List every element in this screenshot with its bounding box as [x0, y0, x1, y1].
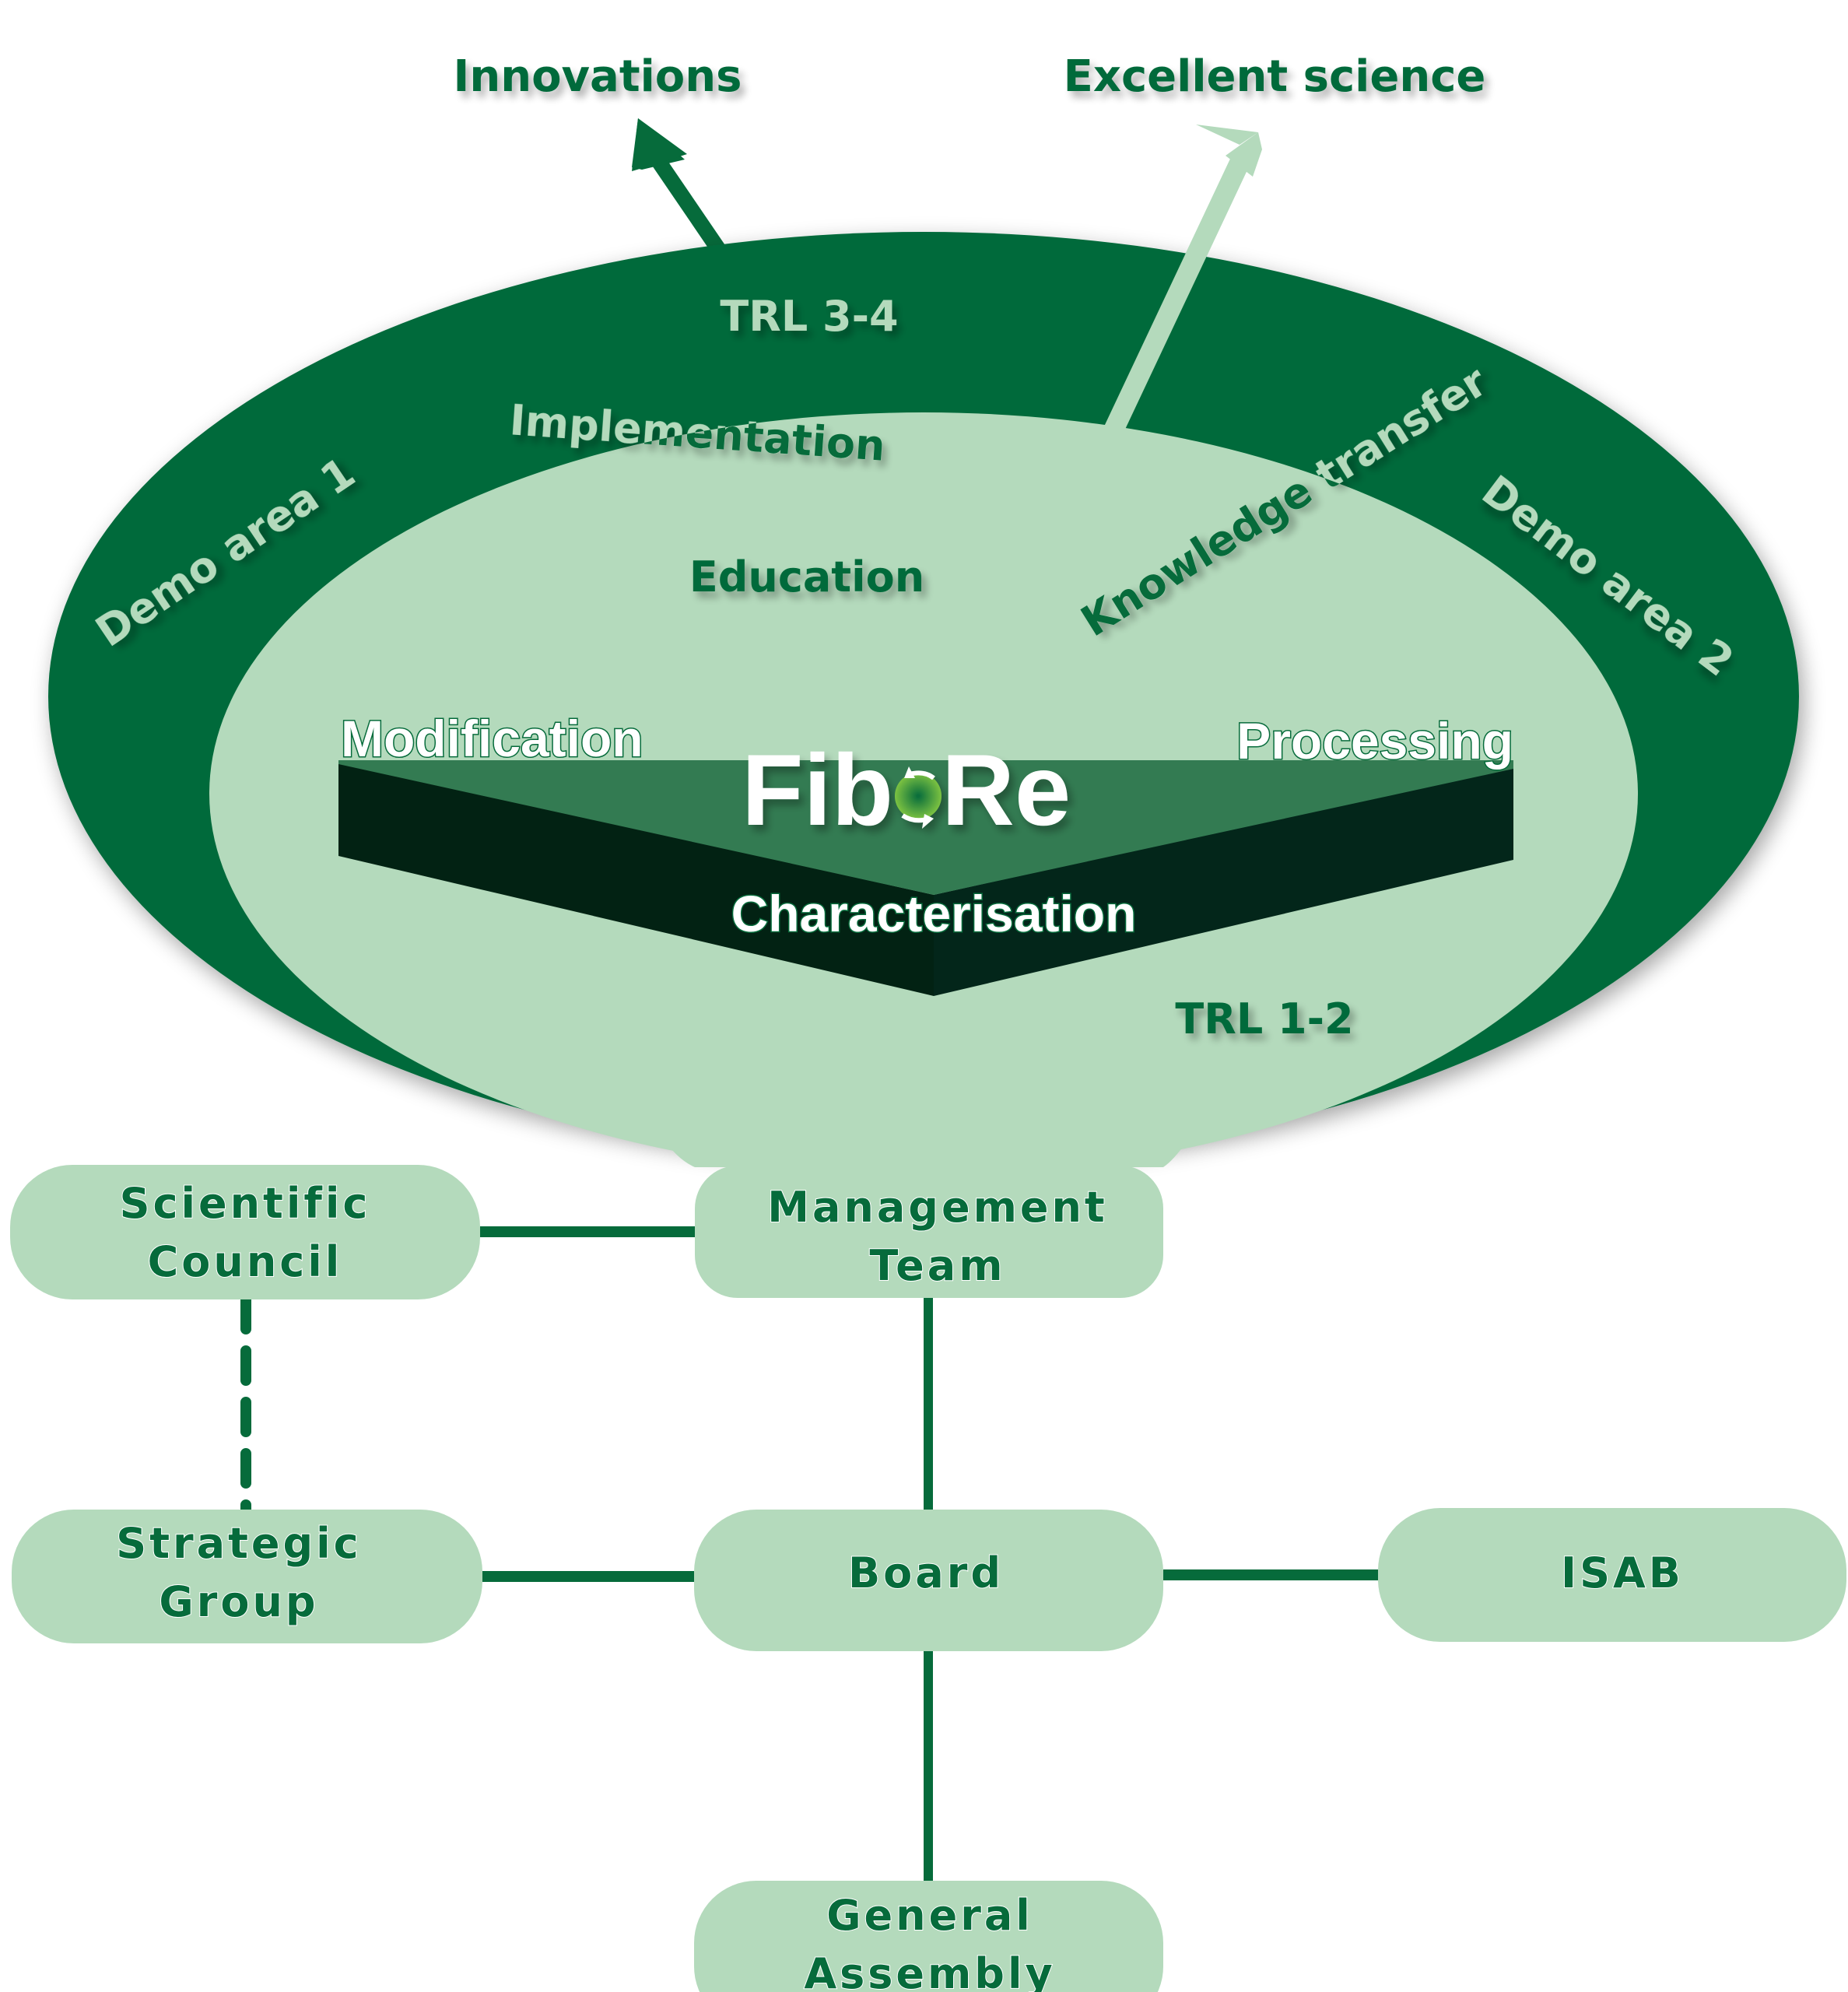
- scientific-council-line1: Scientific: [120, 1179, 371, 1228]
- org-connectors: [240, 1226, 1378, 1881]
- recycle-orb-icon: [895, 773, 942, 819]
- processing-label: Processing: [1236, 712, 1513, 770]
- management-team-line2: Team: [870, 1241, 1006, 1290]
- isab-label: ISAB: [1561, 1548, 1684, 1597]
- chevron-left-face: [338, 763, 934, 996]
- isab-box[interactable]: ISAB: [1378, 1508, 1846, 1642]
- general-assembly-line1: General: [826, 1891, 1033, 1940]
- board-label: Board: [848, 1548, 1004, 1597]
- general-assembly-line2: Assembly: [804, 1949, 1055, 1992]
- strategic-group-line1: Strategic: [116, 1519, 361, 1568]
- innovations-label: Innovations: [454, 51, 742, 102]
- characterisation-label: Characterisation: [731, 885, 1137, 942]
- chevron-top-face: [338, 760, 1513, 895]
- scientific-council-box[interactable]: Scientific Council: [10, 1165, 480, 1299]
- scientific-council-line2: Council: [148, 1237, 343, 1286]
- management-team-box[interactable]: Management Team: [695, 1166, 1163, 1298]
- excellent-science-label: Excellent science: [1064, 51, 1486, 102]
- fibre-logo: Fib Re: [742, 733, 1071, 847]
- general-assembly-box[interactable]: General Assembly: [694, 1881, 1163, 1992]
- chevron-right-face: [934, 766, 1513, 996]
- trl-1-2-label: TRL 1-2: [1175, 994, 1353, 1043]
- strategic-group-box[interactable]: Strategic Group: [12, 1510, 482, 1643]
- logo-text-left: Fib: [742, 733, 893, 847]
- chevron-shape: [338, 760, 1513, 996]
- board-box[interactable]: Board: [694, 1510, 1163, 1651]
- logo-text-right: Re: [942, 733, 1071, 847]
- strategic-group-line2: Group: [159, 1577, 318, 1626]
- modification-label: Modification: [341, 710, 643, 767]
- trl-3-4-label: TRL 3-4: [720, 292, 898, 341]
- education-label: Education: [689, 552, 924, 601]
- innovations-arrow: [632, 118, 731, 261]
- management-team-line1: Management: [767, 1183, 1108, 1232]
